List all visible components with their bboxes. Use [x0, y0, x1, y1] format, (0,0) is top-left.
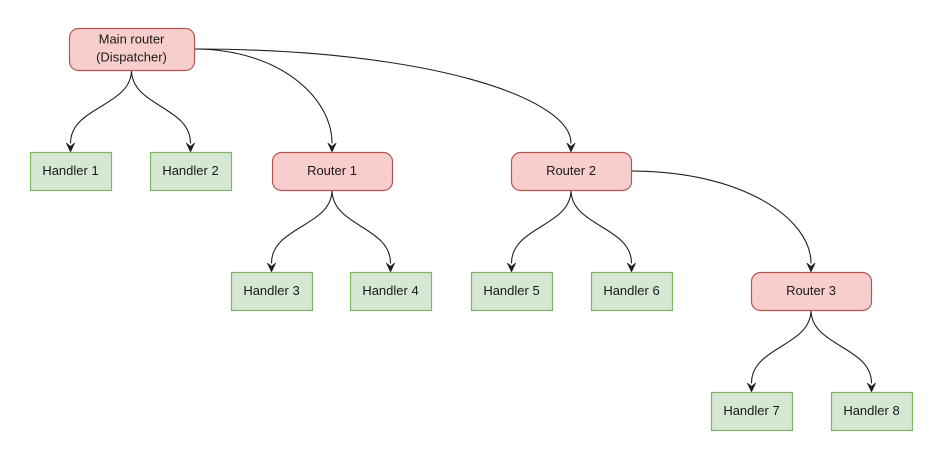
handler-5-box [470, 271, 554, 312]
edge-router-2-to-handler-5-line [510, 189, 572, 264]
handler-3-box [230, 271, 314, 312]
edge-main-router-to-handler-2[interactable] [130, 69, 195, 153]
edge-router-1-to-handler-4[interactable] [331, 189, 395, 273]
node-router-3[interactable]: Router 3 [750, 271, 873, 312]
edge-router-2-to-handler-6-line [570, 189, 633, 264]
node-handler-3[interactable]: Handler 3 [230, 271, 314, 312]
edge-main-router-to-handler-1[interactable] [66, 69, 133, 153]
handler-8-box [830, 391, 914, 432]
handler-7-box [710, 391, 794, 432]
node-handler-1[interactable]: Handler 1 [29, 151, 113, 192]
edge-router-2-to-router-3-line [630, 170, 812, 264]
node-router-2[interactable]: Router 2 [510, 151, 633, 192]
edge-main-router-to-handler-1-line [69, 69, 133, 144]
edge-main-router-to-router-1-line [193, 48, 333, 144]
edge-router-3-to-handler-8-line [810, 309, 873, 384]
edge-router-1-to-handler-3[interactable] [267, 189, 333, 273]
edge-main-router-to-handler-1-arrowhead-icon [66, 142, 75, 153]
node-handler-6[interactable]: Handler 6 [590, 271, 674, 312]
router-1-box [271, 151, 394, 192]
nodes-layer: Main router(Dispatcher) Handler 1 Handler … [29, 27, 914, 432]
router-3-box [750, 271, 873, 312]
edge-main-router-to-router-2-arrowhead-icon [566, 142, 576, 153]
edge-router-2-to-handler-6[interactable] [570, 189, 636, 273]
edge-main-router-to-handler-2-line [130, 69, 192, 144]
edge-main-router-to-handler-2-arrowhead-icon [186, 142, 195, 153]
handler-2-box [149, 151, 233, 192]
edge-router-3-to-handler-8[interactable] [810, 309, 876, 393]
handler-1-box [29, 151, 113, 192]
node-handler-4[interactable]: Handler 4 [349, 271, 433, 312]
edge-main-router-to-router-2-line [193, 48, 572, 144]
edge-router-1-to-handler-4-line [331, 189, 392, 264]
edge-router-2-to-handler-5[interactable] [507, 189, 572, 273]
edge-router-3-to-handler-7-line [750, 309, 812, 384]
edge-router-1-to-handler-3-arrowhead-icon [267, 262, 276, 273]
edge-main-router-to-router-2[interactable] [193, 48, 576, 153]
edges-layer [66, 48, 876, 393]
handler-6-box [590, 271, 674, 312]
edge-main-router-to-router-1[interactable] [193, 48, 337, 153]
edge-router-1-to-handler-3-line [270, 189, 333, 264]
node-router-1[interactable]: Router 1 [271, 151, 394, 192]
node-handler-7[interactable]: Handler 7 [710, 391, 794, 432]
node-handler-8[interactable]: Handler 8 [830, 391, 914, 432]
node-handler-5[interactable]: Handler 5 [470, 271, 554, 312]
edge-router-2-to-handler-5-arrowhead-icon [507, 262, 516, 273]
edge-router-2-to-router-3-arrowhead-icon [806, 262, 816, 273]
router-2-box [510, 151, 633, 192]
node-handler-2[interactable]: Handler 2 [149, 151, 233, 192]
edge-router-2-to-router-3[interactable] [630, 170, 816, 273]
edge-router-3-to-handler-7[interactable] [747, 309, 812, 393]
edge-router-3-to-handler-7-arrowhead-icon [747, 382, 756, 393]
edge-main-router-to-router-1-arrowhead-icon [327, 142, 337, 153]
edge-router-3-to-handler-8-arrowhead-icon [867, 382, 876, 393]
main-router-box [68, 27, 196, 72]
edge-router-2-to-handler-6-arrowhead-icon [627, 262, 636, 273]
edge-router-1-to-handler-4-arrowhead-icon [386, 262, 395, 273]
handler-4-box [349, 271, 433, 312]
node-main-router[interactable]: Main router(Dispatcher) [68, 27, 196, 72]
